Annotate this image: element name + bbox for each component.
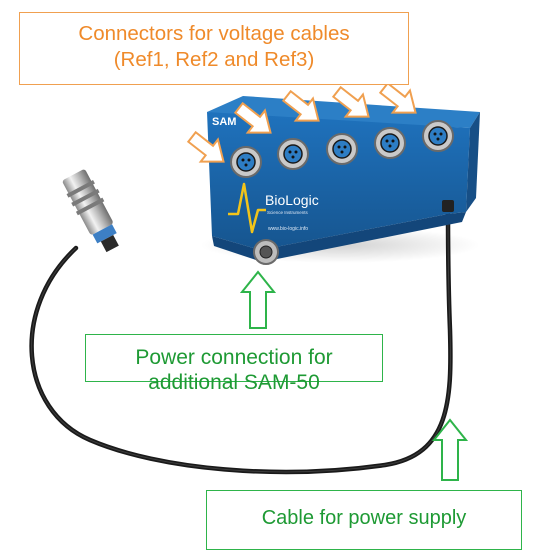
orange-arrow-2	[233, 101, 272, 134]
power-connection-up-arrow	[239, 270, 277, 329]
connectors-callout-line-2: (Ref1, Ref2 and Ref3)	[113, 47, 315, 71]
connectors-callout: Connectors for voltage cables (Ref1, Ref…	[19, 12, 409, 85]
device-website: www.bio-logic.info	[268, 226, 308, 232]
orange-arrow-1	[186, 130, 225, 163]
power-connector-port	[253, 239, 279, 265]
connector-arrows	[186, 81, 417, 163]
sam50-device: SAM BioLogic Science	[207, 96, 480, 265]
power-connection-line-1: Power connection for	[135, 346, 333, 369]
voltage-connector-1	[230, 146, 262, 178]
orange-arrow-5	[378, 81, 417, 114]
voltage-connector-4	[374, 127, 406, 159]
orange-arrow-3	[281, 89, 320, 122]
power-cable-callout: Cable for power supply	[206, 490, 522, 550]
orange-arrow-4	[331, 85, 370, 118]
cable-up-arrow	[431, 418, 469, 481]
cable-plug	[62, 169, 119, 253]
voltage-connector-2	[277, 138, 309, 170]
device-brand-label: BioLogic	[265, 192, 319, 208]
cable-entry	[442, 200, 454, 212]
biologic-logo-mark	[228, 182, 266, 234]
power-connection-line-2: additional SAM-50	[148, 371, 320, 395]
voltage-connector-3	[326, 133, 358, 165]
device-tagline: Science Instruments	[267, 210, 309, 215]
device-right-face	[466, 112, 480, 212]
device-top-face	[207, 96, 480, 128]
device-model-label: SAM	[212, 116, 236, 128]
voltage-connector-5	[422, 120, 454, 152]
power-cable-label: Cable for power supply	[261, 507, 467, 529]
power-connection-callout: Power connection for additional SAM-50	[85, 334, 383, 394]
connectors-callout-line-1: Connectors for voltage cables	[78, 22, 350, 45]
